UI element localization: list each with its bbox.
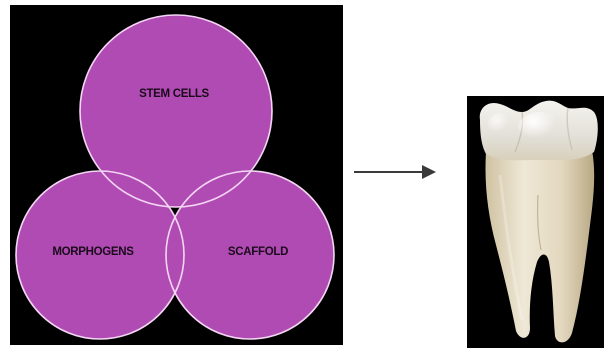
label-morphogens: MORPHOGENS: [52, 246, 134, 258]
label-stem-cells: STEM CELLS: [139, 88, 209, 100]
label-scaffold: SCAFFOLD: [228, 246, 288, 258]
tooth-panel: [467, 96, 604, 348]
arrow-right-icon: [354, 165, 436, 179]
venn-diagram: STEM CELLS MORPHOGENS SCAFFOLD: [10, 5, 343, 345]
